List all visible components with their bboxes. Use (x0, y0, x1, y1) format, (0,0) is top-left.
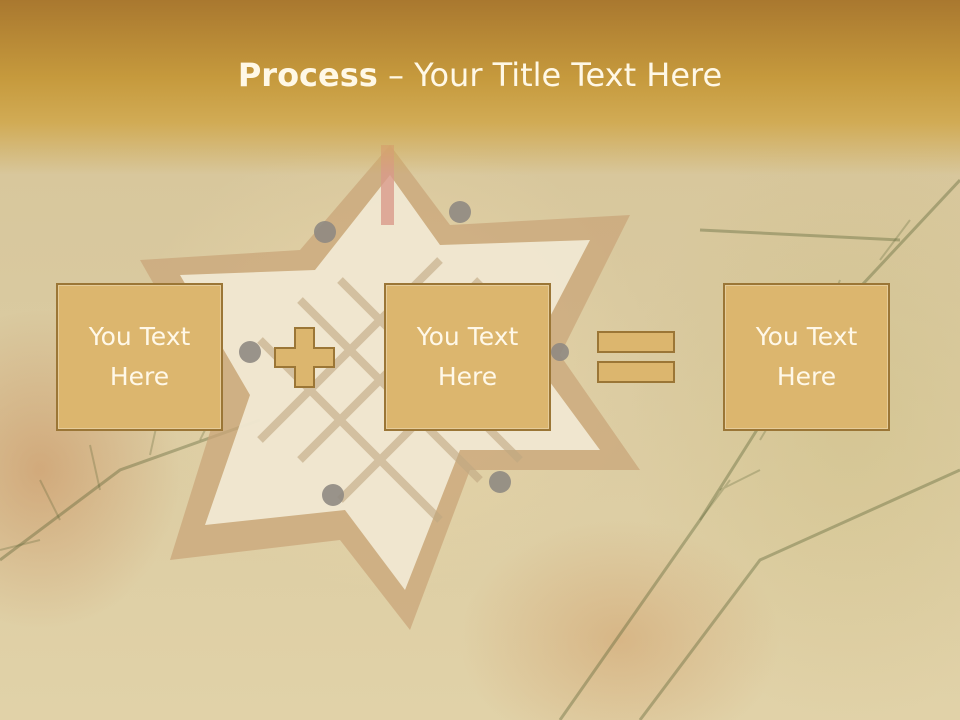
process-box-3[interactable]: You Text Here (723, 283, 890, 431)
plus-icon (274, 327, 335, 388)
process-box-1[interactable]: You Text Here (56, 283, 223, 431)
slide-title: Process – Your Title Text Here (0, 52, 960, 98)
equals-icon (597, 331, 675, 383)
title-bold: Process (237, 56, 378, 94)
process-box-2[interactable]: You Text Here (384, 283, 551, 431)
title-rest: – Your Title Text Here (377, 56, 723, 94)
process-box-text: You Text Here (416, 322, 519, 391)
process-box-text: You Text Here (88, 322, 191, 391)
process-box-text: You Text Here (755, 322, 858, 391)
title-bar (0, 0, 960, 175)
